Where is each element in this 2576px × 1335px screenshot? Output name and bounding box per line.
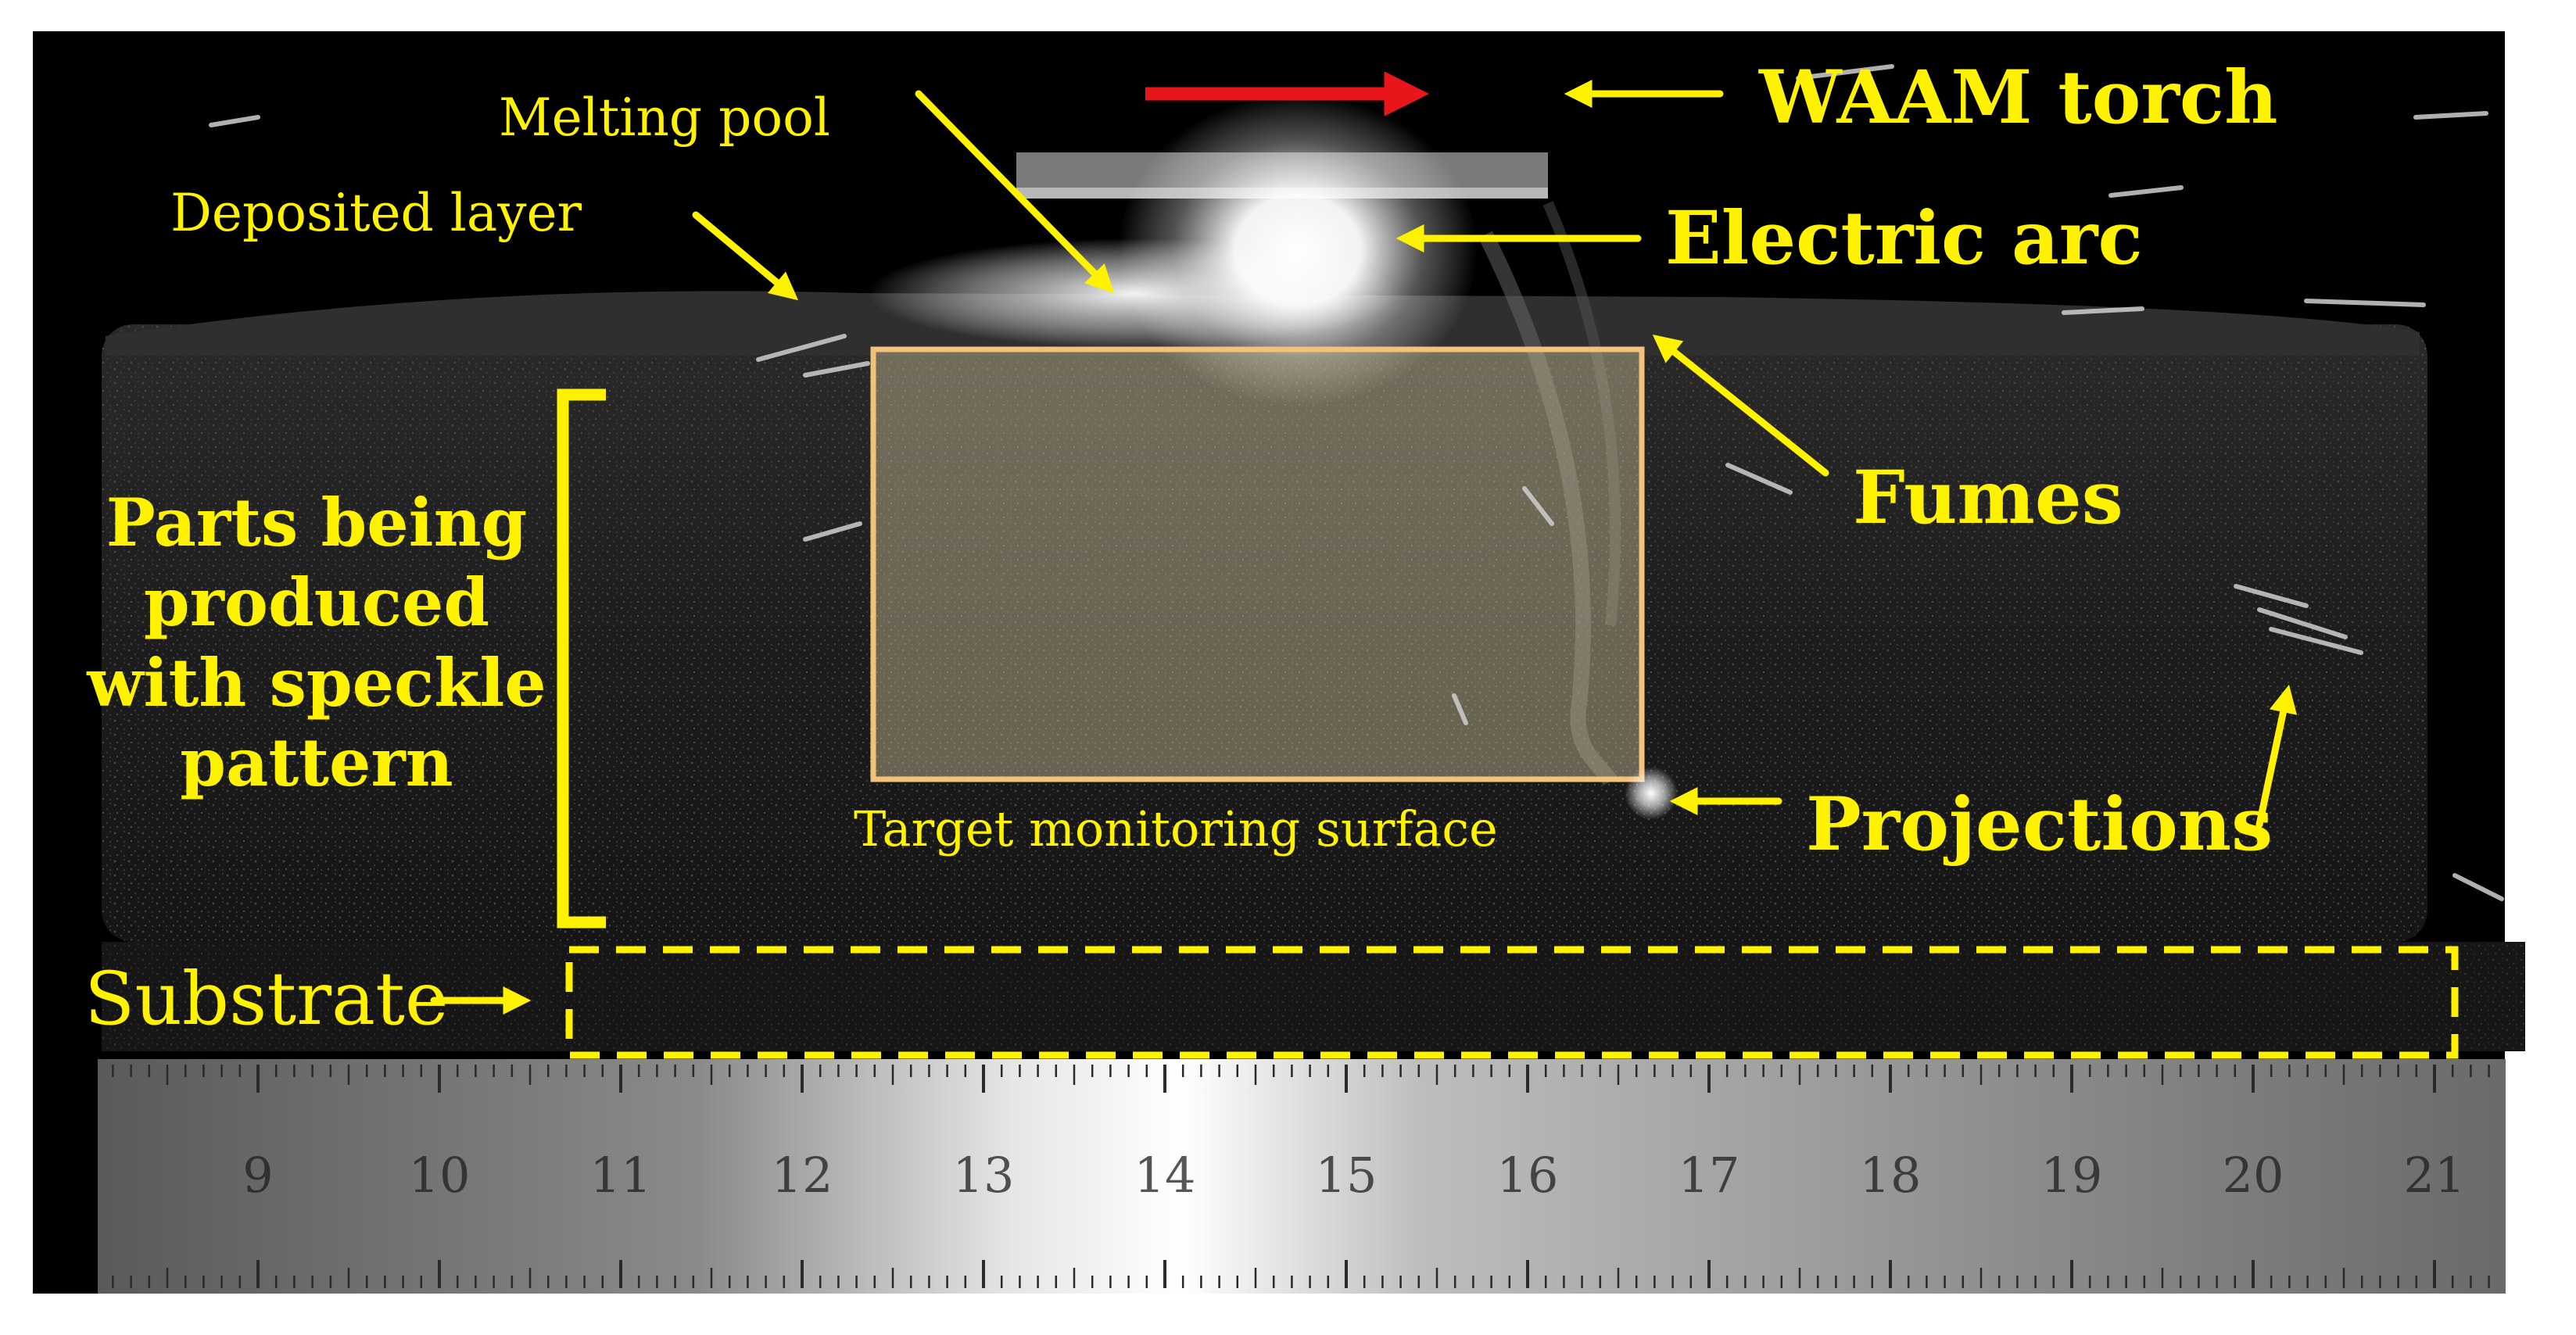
ruler: 9 10 11 12 13 14 15 16 17 18 19 20 21 [98, 1059, 2506, 1294]
ruler-number: 12 [772, 1147, 833, 1204]
annotation-arrows [430, 80, 2298, 1015]
electric-arc-glow [1118, 94, 1478, 406]
projection-glow [1625, 767, 1678, 820]
arrow-projections-up [2255, 684, 2298, 829]
ruler-number: 20 [2223, 1147, 2284, 1204]
label-melting-pool: Melting pool [499, 88, 830, 148]
spatter-streaks [209, 64, 2504, 901]
ruler-numbers: 9 10 11 12 13 14 15 16 17 18 19 20 21 [242, 1147, 2465, 1204]
label-parts: Parts being produced with speckle patter… [87, 484, 546, 802]
label-electric-arc: Electric arc [1665, 195, 2143, 281]
label-projections: Projections [1806, 782, 2273, 868]
label-deposited-layer: Deposited layer [170, 183, 582, 243]
label-fumes: Fumes [1853, 455, 2123, 541]
ruler-number: 14 [1134, 1147, 1196, 1204]
ruler-number: 17 [1679, 1147, 1740, 1204]
fumes-2 [1542, 201, 1621, 626]
arrow-melting-pool [915, 90, 1115, 294]
substrate-dashed-box [565, 946, 2459, 1059]
speckle-pattern [102, 324, 2427, 942]
ruler-number: 10 [409, 1147, 471, 1204]
ruler-number: 18 [1860, 1147, 1922, 1204]
ruler-number: 15 [1316, 1147, 1378, 1204]
ruler-number: 9 [242, 1147, 273, 1204]
target-monitoring-box [870, 346, 1645, 782]
arrow-fumes [1652, 335, 1829, 477]
ruler-number: 21 [2404, 1147, 2466, 1204]
fumes [1478, 231, 1618, 786]
label-substrate: Substrate [84, 957, 449, 1042]
parts-bracket [557, 388, 606, 929]
substrate-speckle [102, 942, 2525, 1051]
ruler-number: 13 [953, 1147, 1015, 1204]
ruler-number: 11 [590, 1147, 652, 1204]
label-waam-torch: WAAM torch [1759, 55, 2278, 141]
ruler-body [98, 1059, 2506, 1294]
ruler-number: 19 [2041, 1147, 2103, 1204]
ruler-number: 16 [1497, 1147, 1559, 1204]
arrow-deposited-layer [692, 211, 799, 301]
ruler-ticks [112, 1065, 2490, 1288]
label-target-surface: Target monitoring surface [854, 800, 1498, 857]
